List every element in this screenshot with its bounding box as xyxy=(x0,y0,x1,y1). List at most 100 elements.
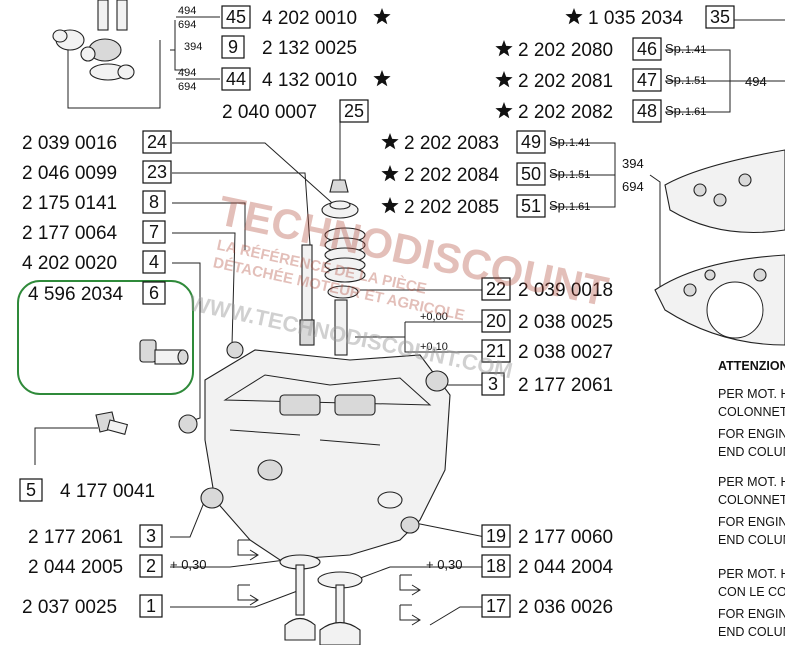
part-number: 2 044 2005 xyxy=(28,557,123,578)
part-number: 2 132 0025 xyxy=(262,38,357,59)
part-number: 4 202 0010 xyxy=(262,8,357,29)
callout-number: 35 xyxy=(710,7,730,27)
callout-number: 3 xyxy=(488,374,498,394)
sp-label: Sp. xyxy=(549,198,569,213)
callout-number-box xyxy=(142,130,172,154)
part-number: 2 177 2061 xyxy=(28,527,123,548)
valves-drawing xyxy=(279,554,363,645)
callout-prefix: 394 xyxy=(184,41,202,53)
sp-label: Sp. xyxy=(549,134,569,149)
callout-number-box xyxy=(481,594,511,618)
callout-number-box xyxy=(142,220,166,244)
callout-number: 50 xyxy=(521,164,541,184)
note-line: END COLUM xyxy=(718,445,785,459)
sp-value: 1.61 xyxy=(685,106,706,118)
callout-number-box xyxy=(481,372,505,396)
part-number: 2 037 0025 xyxy=(22,597,117,618)
callout-number-box xyxy=(481,524,511,548)
callout-number: 3 xyxy=(146,526,156,546)
part-number: 4 202 0020 xyxy=(22,253,117,274)
callout-number-box xyxy=(516,194,546,218)
callout-prefix: + 0,30 xyxy=(426,557,463,572)
plug-5-drawing xyxy=(95,411,129,435)
part-number: 2 177 0064 xyxy=(22,223,118,244)
callout-number: 24 xyxy=(147,132,167,152)
cylinder-head-drawing xyxy=(178,349,451,561)
callout-number: 17 xyxy=(486,596,506,616)
fraction-bottom: 694 xyxy=(178,19,196,31)
note-line: CON LE CO xyxy=(718,585,785,599)
sp-value: 1.41 xyxy=(685,44,706,56)
callout-number-box xyxy=(221,5,251,29)
sp-label: Sp. xyxy=(549,166,569,181)
star-icon xyxy=(565,8,583,25)
callout-number: 2 xyxy=(146,556,156,576)
part-number: 4 132 0010 xyxy=(262,70,357,91)
callout-number-box xyxy=(139,524,163,548)
valve-train-drawing xyxy=(226,179,366,359)
note-line: FOR ENGIN xyxy=(718,515,785,529)
leader-lines xyxy=(34,19,785,626)
note-line: END COLUM xyxy=(718,533,785,547)
callout-9: 2 132 0025 9 394 xyxy=(184,35,357,59)
callout-number: 44 xyxy=(226,69,246,89)
group-label-394: 394 xyxy=(622,156,644,171)
part-number: 2 046 0099 xyxy=(22,163,117,184)
callout-44: 4 132 0010 44 494 694 xyxy=(176,67,391,93)
sp-value: 1.41 xyxy=(569,137,590,149)
callout-number-box xyxy=(19,478,43,502)
callout-number: 1 xyxy=(146,596,156,616)
part-number: 2 040 0007 xyxy=(222,102,317,123)
flow-arrow-icons xyxy=(237,539,421,626)
fraction-top: 494 xyxy=(178,67,196,79)
sp-value: 1.51 xyxy=(569,169,590,181)
callout-number-box xyxy=(221,67,251,91)
star-icon xyxy=(495,40,513,57)
offset-label: +0,10 xyxy=(420,341,448,353)
part-number: 2 177 2061 xyxy=(518,375,613,396)
sp-label: Sp. xyxy=(665,72,685,87)
star-icon xyxy=(381,165,399,182)
group-label-694: 694 xyxy=(622,179,644,194)
part-number: 2 202 2080 xyxy=(518,40,613,61)
callout-number-box xyxy=(221,35,245,59)
callout-number: 9 xyxy=(228,37,238,57)
callout-number: 19 xyxy=(486,526,506,546)
fraction-bottom: 694 xyxy=(178,81,196,93)
head-gasket-drawing xyxy=(654,149,785,346)
callout-number: 25 xyxy=(344,101,364,121)
note-line: PER MOT. H xyxy=(718,567,785,581)
sp-value: 1.61 xyxy=(569,201,590,213)
callout-number: 22 xyxy=(486,279,506,299)
note-line: FOR ENGIN xyxy=(718,607,785,621)
sp-label: Sp. xyxy=(665,103,685,118)
part-drawings xyxy=(52,0,785,645)
part-number: 2 202 2084 xyxy=(404,165,500,186)
callout-number-box xyxy=(142,160,172,184)
callout-number-box xyxy=(516,162,546,186)
callout-number-box xyxy=(632,37,662,61)
fraction-top: 494 xyxy=(178,5,196,17)
part-number: 2 177 0060 xyxy=(518,527,613,548)
highlight-frame xyxy=(17,280,194,395)
callout-number-box xyxy=(139,554,163,578)
callout-number-box xyxy=(705,5,735,29)
callout-3: 2 177 2061 3 xyxy=(481,372,613,396)
callout-number: 5 xyxy=(26,480,36,500)
callout-number-box xyxy=(142,190,166,214)
callout-25: 2 040 0007 25 xyxy=(222,99,369,123)
callout-number-box xyxy=(632,99,662,123)
